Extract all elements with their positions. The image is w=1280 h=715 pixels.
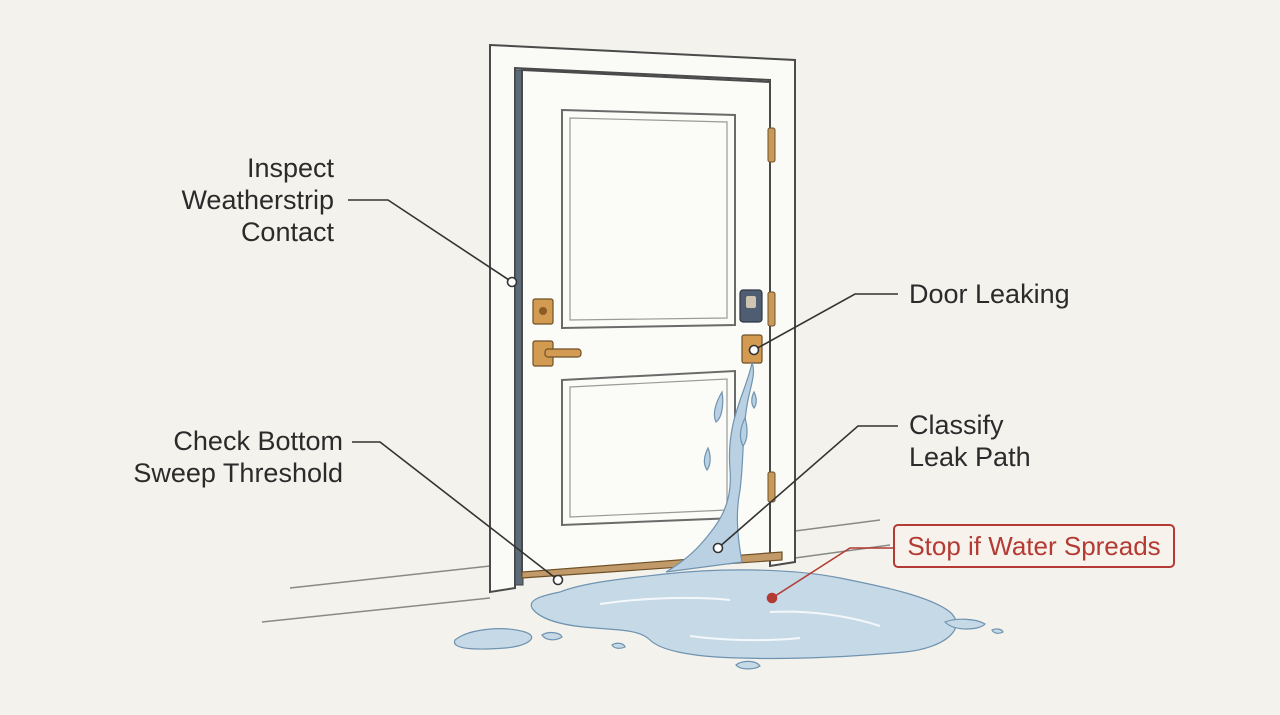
water-puddle <box>453 569 1004 670</box>
door-frame <box>489 43 796 594</box>
leader-sweep <box>352 441 559 581</box>
check-bottom-sweep-label: Check Bottom Sweep Threshold <box>133 426 343 488</box>
left-lever-handle <box>532 340 582 367</box>
door-leaking-label: Door Leaking <box>909 279 1070 309</box>
dot-classify <box>712 542 724 554</box>
callout-lines <box>348 199 898 599</box>
leader-classify <box>717 425 898 549</box>
dot-sweep <box>552 574 564 586</box>
baseboard <box>261 519 891 623</box>
classify-leak-path-label: Classify Leak Path <box>909 410 1031 472</box>
stop-if-water-spreads-badge: Stop if Water Spreads <box>893 524 1175 568</box>
hinges <box>767 127 776 503</box>
leader-door-leaking <box>753 293 898 351</box>
leader-stop <box>771 547 893 599</box>
left-deadbolt <box>532 298 554 325</box>
dot-weatherstrip <box>506 276 518 288</box>
callout-dots <box>506 276 778 604</box>
leader-weatherstrip <box>348 199 513 283</box>
puddle-highlights <box>599 596 881 642</box>
right-deadbolt <box>739 289 763 323</box>
dot-door-leaking <box>748 344 760 356</box>
dot-stop <box>766 592 778 604</box>
inspect-weatherstrip-label: Inspect Weatherstrip Contact <box>181 153 334 247</box>
water-stream <box>665 361 757 573</box>
